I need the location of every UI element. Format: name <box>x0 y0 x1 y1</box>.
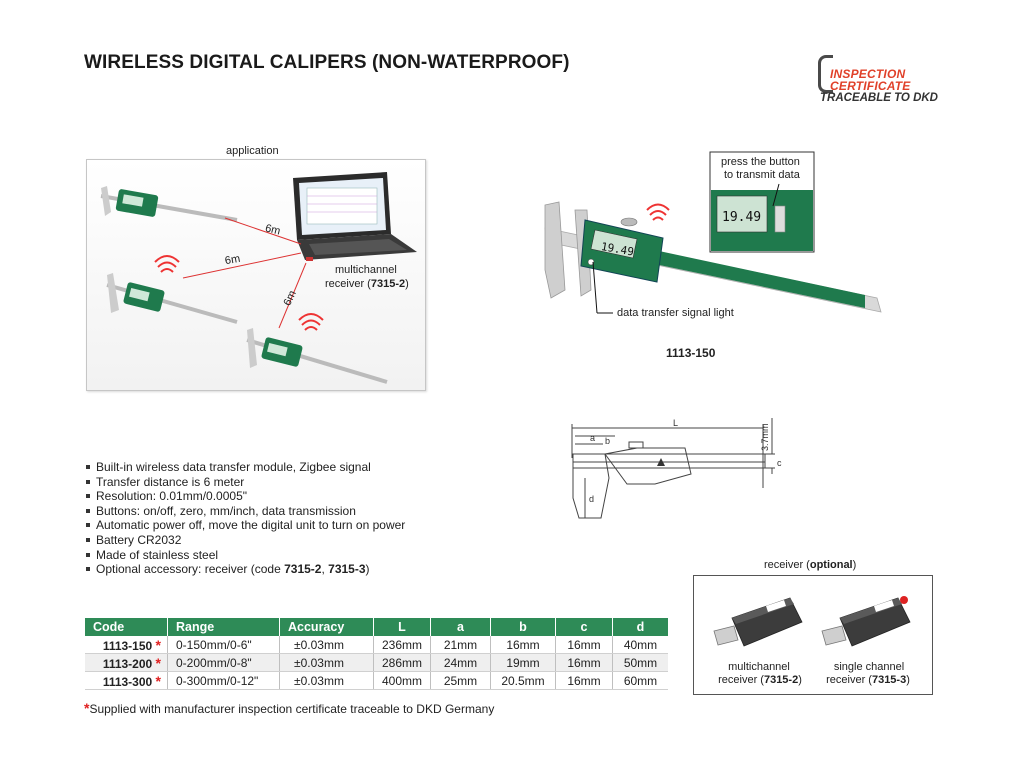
caliper-3-icon <box>246 313 388 384</box>
application-label: application <box>226 145 279 157</box>
dim-3-7mm: 3.7mm <box>760 423 770 451</box>
certificate-line1: INSPECTION <box>830 67 906 81</box>
receiver-2-label-line1: single channel <box>833 661 905 673</box>
certificate-bracket-icon <box>818 55 833 93</box>
application-illustration <box>100 172 417 384</box>
col-header-code: Code <box>85 618 168 636</box>
feature-item: Buttons: on/off, zero, mm/inch, data tra… <box>86 504 405 519</box>
page-title: WIRELESS DIGITAL CALIPERS (NON-WATERPROO… <box>84 52 570 73</box>
col-header-c: c <box>555 618 613 636</box>
feature-item: Automatic power off, move the digital un… <box>86 518 405 533</box>
receiver-1-label-line2: receiver (7315-2) <box>718 674 802 686</box>
laptop-icon <box>293 172 417 261</box>
technical-drawing: L a b c d 3.7mm <box>565 418 800 526</box>
footnote: *Supplied with manufacturer inspection c… <box>84 700 495 716</box>
receiver-label-line1: multichannel <box>335 264 397 276</box>
press-button-line1: press the button <box>721 156 800 168</box>
certificate-traceable: TRACEABLE TO DKD <box>820 92 938 104</box>
caliper-2-icon <box>106 255 238 324</box>
table-row: 1113-150 * 0-150mm/0-6" ±0.03mm 236mm 21… <box>85 636 668 654</box>
application-panel: 6m 6m 6m multichannel receiver (7315-2) <box>86 159 426 391</box>
receiver-box: multichannel receiver (7315-2) single ch… <box>693 575 933 695</box>
col-header-b: b <box>490 618 556 636</box>
usb-receiver-1-icon <box>713 597 803 647</box>
dim-L: L <box>673 418 678 428</box>
inspection-certificate-logo: INSPECTION CERTIFICATE TRACEABLE TO DKD <box>818 55 948 107</box>
col-header-a: a <box>430 618 491 636</box>
feature-item: Made of stainless steel <box>86 548 405 563</box>
receiver-title: receiver (optional) <box>764 559 857 571</box>
feature-item: Optional accessory: receiver (code 7315-… <box>86 562 405 577</box>
dim-b: b <box>605 436 610 446</box>
caliper-1-icon <box>100 186 238 222</box>
feature-item: Transfer distance is 6 meter <box>86 475 405 490</box>
table-row: 1113-300 * 0-300mm/0-12" ±0.03mm 400mm 2… <box>85 671 668 690</box>
table-header-row: Code Range Accuracy L a b c d <box>85 618 668 636</box>
dim-c: c <box>777 458 782 468</box>
signal-light-label: data transfer signal light <box>617 307 734 319</box>
caliper-drawing-icon: L a b c d 3.7mm <box>571 418 782 519</box>
col-header-accuracy: Accuracy <box>279 618 374 636</box>
display-reading: 19.49 <box>600 240 635 259</box>
col-header-L: L <box>373 618 431 636</box>
feature-item: Battery CR2032 <box>86 533 405 548</box>
receiver-1-label-line1: multichannel <box>728 661 790 673</box>
distance-label-2: 6m <box>223 252 242 268</box>
feature-item: Resolution: 0.01mm/0.0005" <box>86 489 405 504</box>
dim-d: d <box>589 494 594 504</box>
col-header-d: d <box>612 618 668 636</box>
product-illustration: 19.49 19.49 press the button to transmit… <box>525 150 895 340</box>
inset-display-reading: 19.49 <box>722 210 761 225</box>
receiver-label-line2: receiver (7315-2) <box>325 278 409 290</box>
model-label: 1113-150 <box>666 346 716 360</box>
press-button-line2: to transmit data <box>724 169 800 181</box>
feature-item: Built-in wireless data transfer module, … <box>86 460 405 475</box>
caliper-product-icon: 19.49 19.49 <box>544 151 882 314</box>
dim-a: a <box>590 433 595 443</box>
usb-receiver-2-icon <box>821 596 911 647</box>
features-list: Built-in wireless data transfer module, … <box>86 460 405 577</box>
table-row: 1113-200 * 0-200mm/0-8" ±0.03mm 286mm 24… <box>85 653 668 672</box>
receivers-illustration <box>713 596 911 647</box>
certificate-line2: CERTIFICATE <box>830 79 911 93</box>
receiver-2-label-line2: receiver (7315-3) <box>826 674 910 686</box>
spec-table: Code Range Accuracy L a b c d 1113-150 *… <box>85 618 668 690</box>
col-header-range: Range <box>167 618 280 636</box>
